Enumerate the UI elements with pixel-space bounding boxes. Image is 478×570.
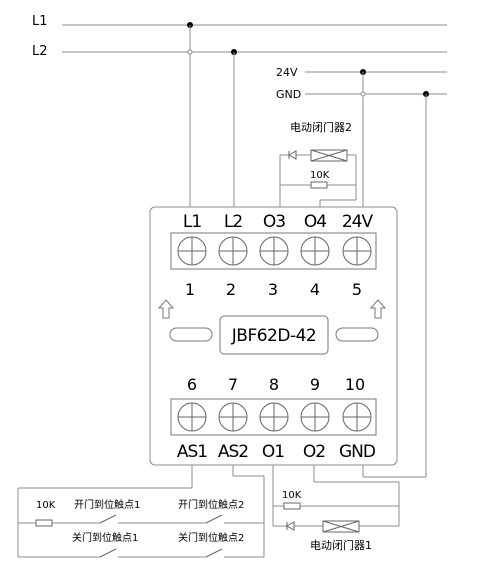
terminal-label-o2: O2 xyxy=(303,442,325,462)
bottom-terminal-numbers: 6 7 8 9 10 xyxy=(187,375,365,394)
terminal-number-8: 8 xyxy=(269,375,279,394)
open-contact-1-switch-icon xyxy=(99,514,117,524)
terminal-label-as1: AS1 xyxy=(177,442,207,462)
terminal-label-l2: L2 xyxy=(224,212,242,232)
bottom-terminal-labels: AS1 AS2 O1 O2 GND xyxy=(177,442,377,462)
bottom-screw-3 xyxy=(259,402,289,432)
terminal-number-3: 3 xyxy=(268,280,278,299)
bottom-screw-1 xyxy=(177,402,207,432)
top-screws xyxy=(177,236,372,266)
contacts-resistor-icon xyxy=(35,519,53,527)
l1-crossover xyxy=(187,49,193,55)
open-contact-2-switch-icon xyxy=(205,514,223,524)
right-slot xyxy=(335,327,379,342)
terminal-number-4: 4 xyxy=(310,280,320,299)
terminal-number-5: 5 xyxy=(352,280,362,299)
close-contact-2-switch-icon xyxy=(205,548,223,558)
terminal-label-o4: O4 xyxy=(304,212,326,232)
terminal-label-o1: O1 xyxy=(262,442,284,462)
bottom-screw-5 xyxy=(342,402,372,432)
closer1-coil-cross-b xyxy=(322,520,360,533)
v24-crossover xyxy=(360,91,366,97)
model-nameplate xyxy=(219,315,329,355)
closer2-coil-cross-b xyxy=(310,149,348,162)
close-contact-1-switch-icon xyxy=(99,548,117,558)
open-contact-1-label: 开门到位触点1 xyxy=(74,498,140,511)
terminal-number-6: 6 xyxy=(187,375,197,394)
top-screw-3 xyxy=(259,236,289,266)
left-arrow-up-icon xyxy=(157,299,175,319)
close-contact-1-label: 关门到位触点1 xyxy=(72,531,138,544)
top-screw-5 xyxy=(342,236,372,266)
top-terminal-labels: L1 L2 O3 O4 24V xyxy=(183,212,375,232)
closer2-title: 电动闭门器2 xyxy=(290,120,352,134)
open-contact-2-label: 开门到位触点2 xyxy=(178,498,244,511)
supply-24v-label: 24V xyxy=(276,66,298,79)
closer1-resistor-label: 10K xyxy=(282,490,302,501)
terminal-number-2: 2 xyxy=(226,280,236,299)
terminal-number-10: 10 xyxy=(345,375,365,394)
supply-l2-label: L2 xyxy=(32,44,48,59)
top-screw-1 xyxy=(177,236,207,266)
left-slot xyxy=(169,327,213,342)
closer2-resistor-icon xyxy=(310,181,328,189)
terminal-number-1: 1 xyxy=(185,280,195,299)
terminal-number-9: 9 xyxy=(310,375,320,394)
bottom-screws xyxy=(177,402,372,432)
model-label: JBF62D-42 xyxy=(231,326,316,346)
terminal-label-gnd: GND xyxy=(339,442,376,462)
bottom-screw-2 xyxy=(218,402,248,432)
top-screw-2 xyxy=(218,236,248,266)
supply-gnd-label: GND xyxy=(276,88,301,101)
bottom-screw-4 xyxy=(300,402,330,432)
top-terminal-numbers: 1 2 3 4 5 xyxy=(185,280,362,299)
closer1-resistor-icon xyxy=(283,502,301,510)
closer2-diode-icon xyxy=(287,150,297,160)
right-arrow-up-icon xyxy=(369,299,387,319)
terminal-label-24v: 24V xyxy=(342,212,374,232)
closer2-resistor-label: 10K xyxy=(310,170,330,181)
closer1-diode-icon xyxy=(285,521,295,531)
contacts-resistor-label: 10K xyxy=(36,500,56,511)
top-screw-4 xyxy=(300,236,330,266)
terminal-label-as2: AS2 xyxy=(218,442,248,462)
supply-l1-label: L1 xyxy=(32,14,48,29)
closer1-title: 电动闭门器1 xyxy=(310,538,372,552)
close-contact-2-label: 关门到位触点2 xyxy=(178,531,244,544)
terminal-label-o3: O3 xyxy=(263,212,285,232)
terminal-label-l1: L1 xyxy=(183,212,201,232)
terminal-number-7: 7 xyxy=(228,375,238,394)
